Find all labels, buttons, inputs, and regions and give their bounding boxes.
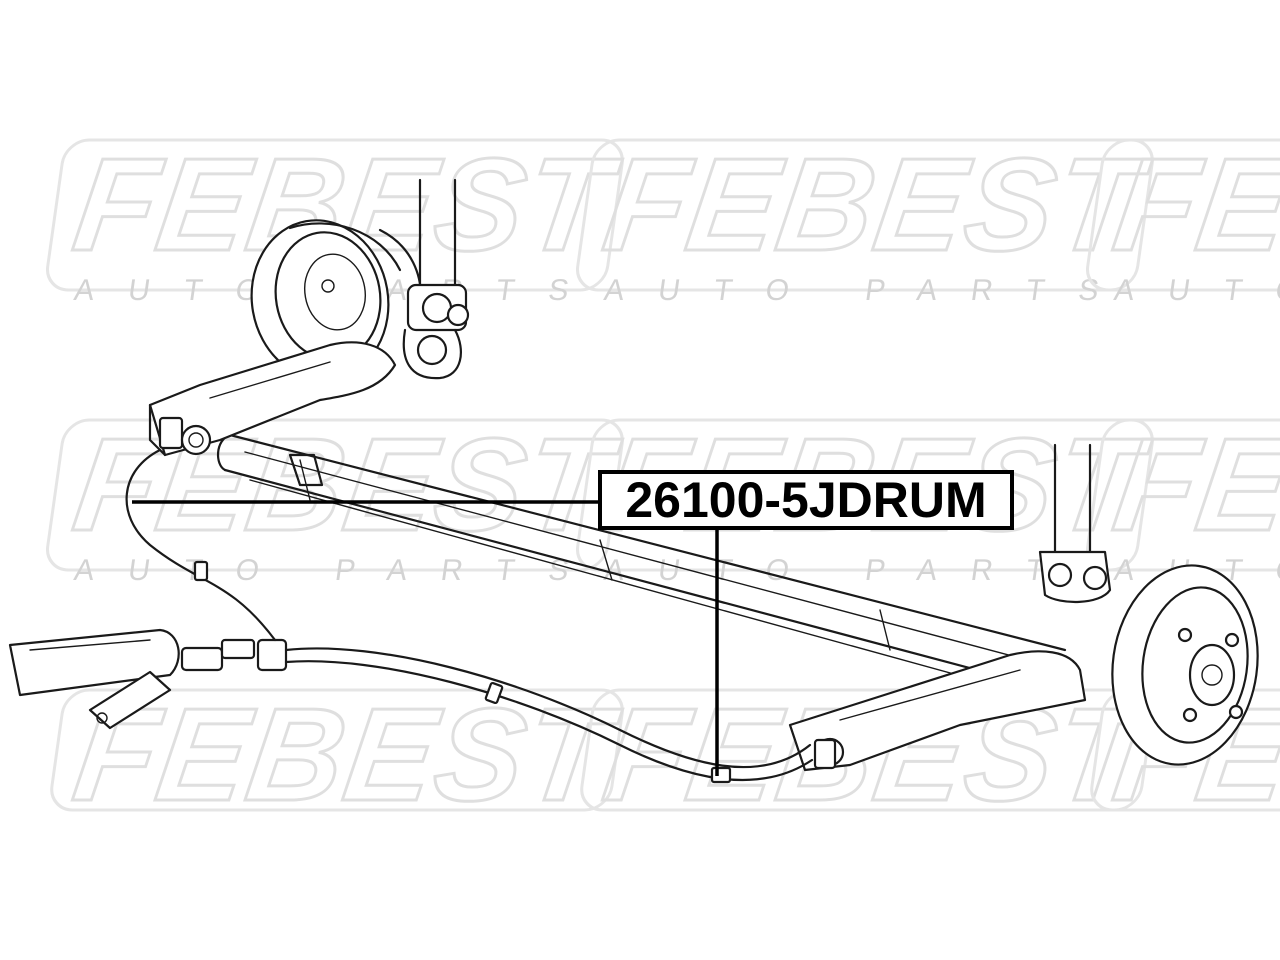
right-trailing-arm [788,650,1087,772]
left-shock-absorber [402,178,470,380]
watermark-logo: FEBEST [1106,412,1280,559]
brake-cable [125,448,814,784]
part-callout: 26100-5JDRUM [132,470,1014,776]
axle-drawing [8,178,1259,784]
watermark-logo: FEBEST [596,132,1157,279]
watermark-layer: FEBEST AUTO PARTS FEBEST AUTO PARTS FEBE… [46,130,1280,830]
watermark-logo: FEBEST [1106,132,1280,279]
part-number-label[interactable]: 26100-5JDRUM [625,472,986,528]
watermark-tagline: AUTO PARTS [72,554,605,587]
watermark-logo: FEBEST [66,682,627,829]
axle-beam [217,433,1067,696]
right-brake-drum [1111,564,1259,766]
handbrake-lever [8,628,288,730]
watermark-tagline: AUTO PARTS [1112,274,1280,307]
left-brake-drum [250,219,422,381]
right-shock-absorber [1038,443,1112,604]
watermark-tagline: AUTO PARTS [602,274,1135,307]
part-number-box [598,470,1014,530]
